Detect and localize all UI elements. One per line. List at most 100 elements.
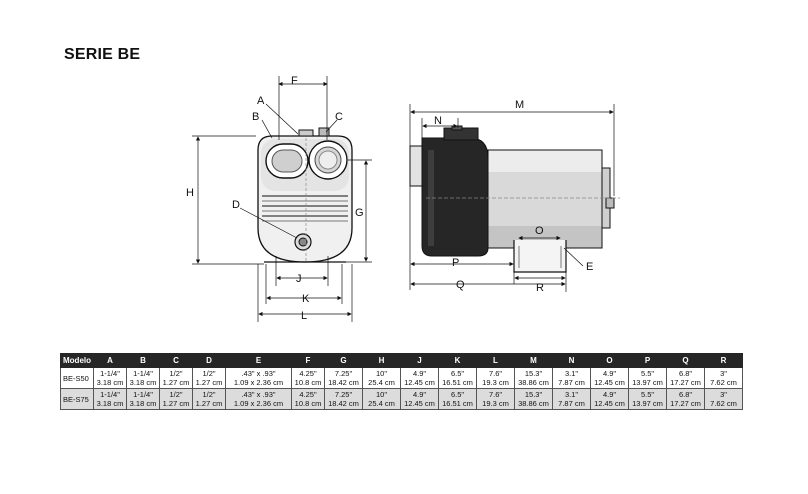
value-cell: 10"25.4 cm <box>362 388 401 410</box>
dim-label-g: G <box>355 207 364 219</box>
metric-value: 10.8 cm <box>294 378 322 387</box>
value-cell: 1-1/4"3.18 cm <box>93 367 127 389</box>
metric-value: 1.09 x 2.36 cm <box>233 399 284 408</box>
dim-label-j: J <box>296 273 302 285</box>
imperial-value: 1-1/4" <box>133 369 153 378</box>
imperial-value: 15.3" <box>524 369 543 378</box>
imperial-value: 5.5" <box>640 369 655 378</box>
header-cell: Q <box>666 353 705 368</box>
imperial-value: 10" <box>375 369 387 378</box>
imperial-value: 5.5" <box>640 390 655 399</box>
metric-value: 18.42 cm <box>328 399 359 408</box>
header-cell: K <box>438 353 477 368</box>
imperial-value: 4.9" <box>602 369 617 378</box>
imperial-value: 6.5" <box>450 369 465 378</box>
imperial-value: 4.25" <box>299 369 317 378</box>
imperial-value: 4.9" <box>602 390 617 399</box>
imperial-value: 1-1/4" <box>100 369 120 378</box>
imperial-value: 7.25" <box>334 369 353 378</box>
value-cell: 6.8"17.27 cm <box>666 367 705 389</box>
model-cell: BE-S50 <box>60 367 94 389</box>
front-dimensions <box>192 76 372 322</box>
dim-label-f: F <box>291 75 298 87</box>
value-cell: 3"7.62 cm <box>704 367 743 389</box>
header-cell: L <box>476 353 515 368</box>
header-cell: E <box>225 353 292 368</box>
value-cell: .43" x .93"1.09 x 2.36 cm <box>225 388 292 410</box>
metric-value: 13.97 cm <box>632 378 663 387</box>
imperial-value: 1/2" <box>169 390 183 399</box>
imperial-value: 4.9" <box>412 390 427 399</box>
metric-value: 7.62 cm <box>710 378 737 387</box>
imperial-value: 3.1" <box>564 369 579 378</box>
dim-label-o: O <box>535 225 544 237</box>
value-cell: 4.25"10.8 cm <box>291 367 325 389</box>
value-cell: 4.9"12.45 cm <box>590 367 629 389</box>
imperial-value: 4.25" <box>299 390 317 399</box>
metric-value: 17.27 cm <box>670 378 701 387</box>
metric-value: 16.51 cm <box>442 399 473 408</box>
value-cell: 4.9"12.45 cm <box>590 388 629 410</box>
metric-value: 3.18 cm <box>129 378 157 387</box>
dim-label-p: P <box>452 257 459 269</box>
imperial-value: 1-1/4" <box>133 390 153 399</box>
value-cell: 1-1/4"3.18 cm <box>93 388 127 410</box>
dim-label-n: N <box>434 115 442 127</box>
value-cell: 1/2"1.27 cm <box>159 388 193 410</box>
value-cell: 4.25"10.8 cm <box>291 388 325 410</box>
page-title: SERIE BE <box>64 46 141 63</box>
imperial-value: 6.8" <box>678 390 693 399</box>
imperial-value: 7.25" <box>334 390 353 399</box>
value-cell: 15.3"38.86 cm <box>514 367 553 389</box>
metric-value: 38.86 cm <box>518 399 549 408</box>
metric-value: 3.18 cm <box>96 378 124 387</box>
value-cell: .43" x .93"1.09 x 2.36 cm <box>225 367 292 389</box>
imperial-value: 3.1" <box>564 390 579 399</box>
header-cell: C <box>159 353 193 368</box>
imperial-value: 10" <box>375 390 387 399</box>
imperial-value: 3" <box>720 369 727 378</box>
value-cell: 15.3"38.86 cm <box>514 388 553 410</box>
metric-value: 13.97 cm <box>632 399 663 408</box>
value-cell: 1-1/4"3.18 cm <box>126 367 160 389</box>
header-cell: N <box>552 353 591 368</box>
header-cell: R <box>704 353 743 368</box>
header-cell: H <box>362 353 401 368</box>
value-cell: 3.1"7.87 cm <box>552 388 591 410</box>
value-cell: 7.6"19.3 cm <box>476 388 515 410</box>
imperial-value: 4.9" <box>412 369 427 378</box>
header-cell: D <box>192 353 226 368</box>
metric-value: 25.4 cm <box>368 399 395 408</box>
metric-value: 17.27 cm <box>670 399 701 408</box>
table-header-row: Modelo A B C D E F G H J K L M N O P Q R <box>60 353 743 368</box>
header-cell: F <box>291 353 325 368</box>
model-cell: BE-S75 <box>60 388 94 410</box>
header-cell: B <box>126 353 160 368</box>
value-cell: 1-1/4"3.18 cm <box>126 388 160 410</box>
header-cell: Modelo <box>60 353 94 368</box>
imperial-value: 15.3" <box>524 390 543 399</box>
imperial-value: 1-1/4" <box>100 390 120 399</box>
metric-value: 1.09 x 2.36 cm <box>233 378 284 387</box>
imperial-value: 7.6" <box>488 369 503 378</box>
value-cell: 3.1"7.87 cm <box>552 367 591 389</box>
imperial-value: .43" x .93" <box>241 390 276 399</box>
value-cell: 6.8"17.27 cm <box>666 388 705 410</box>
dim-label-e: E <box>586 261 593 273</box>
header-cell: O <box>590 353 629 368</box>
imperial-value: 6.5" <box>450 390 465 399</box>
metric-value: 7.62 cm <box>710 399 737 408</box>
value-cell: 6.5"16.51 cm <box>438 388 477 410</box>
imperial-value: 1/2" <box>202 369 216 378</box>
metric-value: 7.87 cm <box>558 399 585 408</box>
dim-label-c: C <box>335 111 343 123</box>
side-dimensions <box>409 104 620 292</box>
metric-value: 12.45 cm <box>594 399 625 408</box>
header-cell: M <box>514 353 553 368</box>
value-cell: 5.5"13.97 cm <box>628 367 667 389</box>
metric-value: 1.27 cm <box>162 378 190 387</box>
dim-label-l: L <box>301 310 307 322</box>
